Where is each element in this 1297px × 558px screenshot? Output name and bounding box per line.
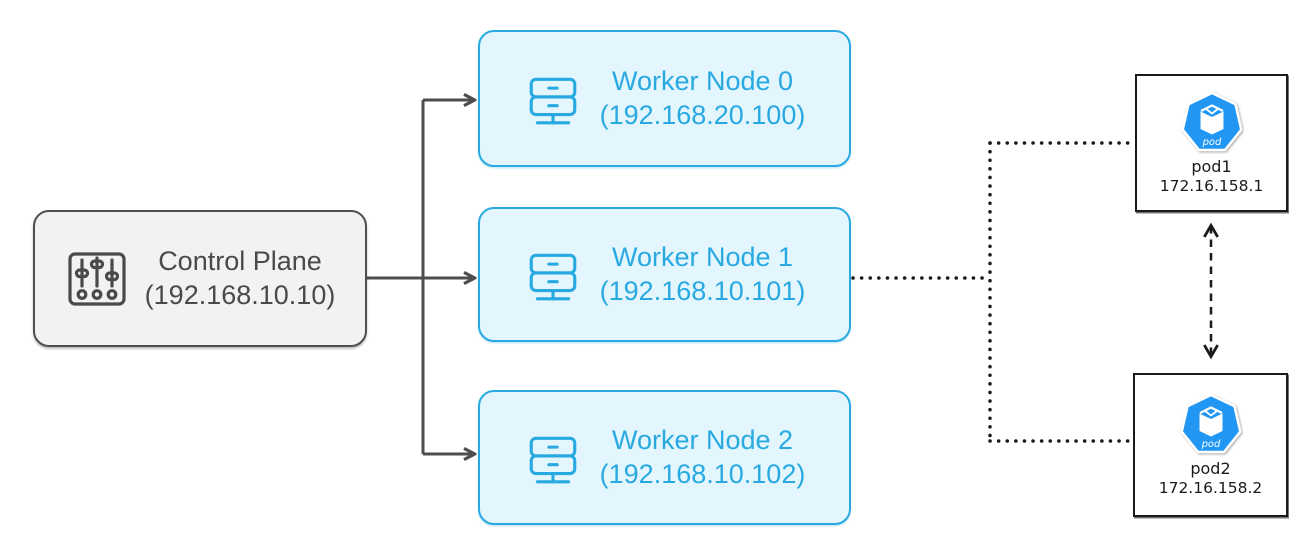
server-icon	[529, 77, 576, 124]
worker-0-label: Worker Node 0	[611, 66, 794, 97]
sliders-icon	[68, 251, 126, 306]
worker-node-0[interactable]: Worker Node 0 (192.168.20.100)	[478, 30, 851, 167]
pod-icon-label: pod	[1200, 439, 1220, 450]
kubernetes-pod-icon: pod	[1180, 91, 1243, 152]
pod2-ip: 172.16.158.2	[1158, 479, 1263, 498]
pod1-node[interactable]: pod pod1 172.16.158.1	[1135, 74, 1288, 212]
worker-1-ip: (192.168.10.101)	[599, 275, 806, 306]
server-icon	[529, 253, 576, 300]
control-plane-label: Control Plane	[158, 246, 322, 277]
pod2-node[interactable]: pod pod2 172.16.158.2	[1133, 373, 1288, 517]
control-plane-ip: (192.168.10.10)	[144, 279, 336, 310]
pod-icon-label: pod	[1201, 137, 1221, 148]
pod1-label: pod1	[1191, 157, 1232, 177]
worker-2-label: Worker Node 2	[611, 425, 794, 456]
control-plane-node[interactable]: Control Plane (192.168.10.10)	[33, 210, 367, 347]
pod1-ip: 172.16.158.1	[1159, 177, 1264, 196]
kubernetes-pod-icon: pod	[1179, 393, 1242, 454]
server-icon	[529, 436, 576, 483]
worker-node-1[interactable]: Worker Node 1 (192.168.10.101)	[478, 207, 851, 342]
worker-0-ip: (192.168.20.100)	[599, 99, 806, 130]
worker-1-label: Worker Node 1	[611, 242, 794, 273]
worker-node-2[interactable]: Worker Node 2 (192.168.10.102)	[478, 390, 851, 525]
pod2-label: pod2	[1190, 459, 1231, 479]
worker-2-ip: (192.168.10.102)	[599, 458, 806, 489]
